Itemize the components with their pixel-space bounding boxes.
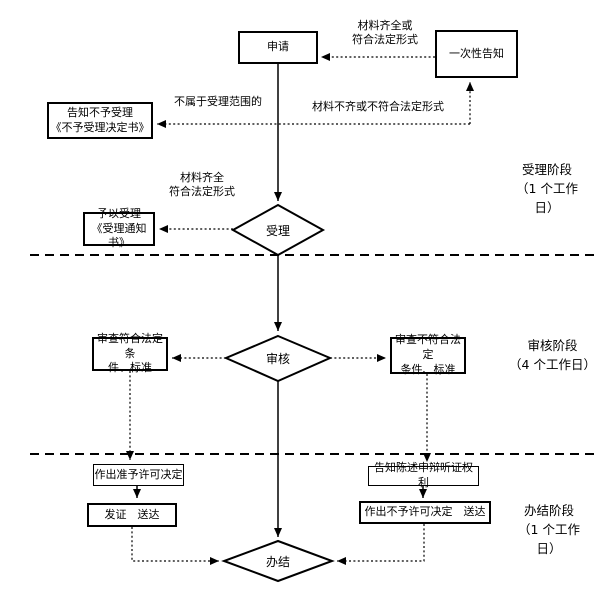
stage-label-accept: 受理阶段 （1 个工作 日） [516, 162, 578, 215]
accept-notice-box: 予以受理 《受理通知书》 [83, 207, 155, 249]
edge-issue-to-finish [131, 527, 219, 565]
review-diamond-shape [223, 334, 333, 383]
issue-deliver-box: 发证 送达 [87, 503, 177, 527]
edge-label-not-in-scope: 不属于受理范围的 [174, 95, 262, 108]
review-diamond-label: 审核 [265, 352, 290, 366]
edge-label-complete-legal: 材料齐全 符合法定形式 [169, 171, 235, 199]
edge-label-incomplete: 材料不齐或不符合法定形式 [312, 100, 444, 113]
review-fail-box: 审查不符合法定 条件、标准 [390, 333, 466, 376]
finish-diamond-label: 办结 [265, 554, 290, 569]
accept-diamond-shape [230, 203, 326, 257]
edge-label-complete-or-legal: 材料齐全或 符合法定形式 [352, 19, 418, 47]
grant-decision-box: 作出准予许可决定 [93, 464, 184, 486]
notify-rights-box: 告知陈述申辩听证权利 [368, 461, 479, 489]
stage-label-finish: 办结阶段 （1 个工作 日） [518, 503, 580, 556]
reject-notice-box: 告知不予受理 《不予受理决定书》 [47, 102, 153, 139]
apply-box: 申请 [238, 31, 318, 64]
deny-deliver-box: 作出不予许可决定 送达 [359, 501, 491, 524]
edge-deny-to-finish [337, 524, 425, 565]
accept-diamond-label: 受理 [265, 223, 290, 238]
stage-label-review: 审核阶段 （4 个工作日） [509, 338, 596, 372]
notify-once-box: 一次性告知 [435, 30, 518, 78]
finish-diamond-shape [221, 539, 335, 583]
review-pass-box: 审查符合法定条 件、标准 [92, 332, 168, 374]
